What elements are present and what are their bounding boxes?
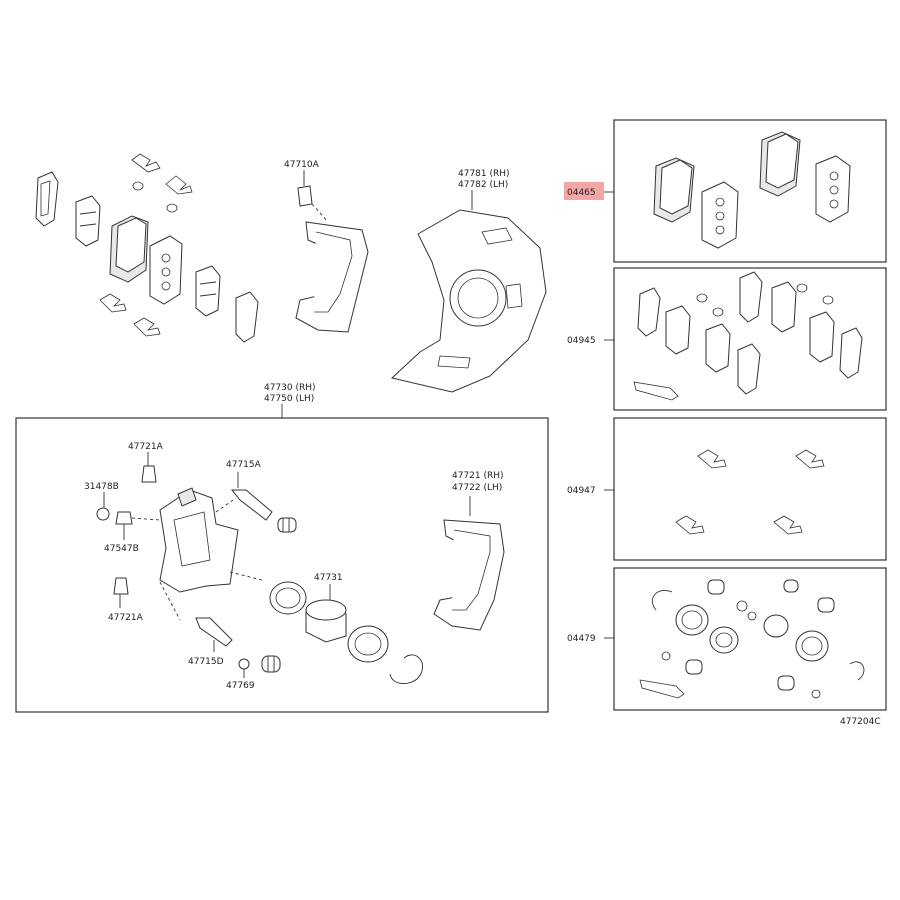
callout-47781: 47781 (RH) bbox=[458, 169, 510, 179]
kit-04465-pads bbox=[653, 131, 851, 249]
kit-label-04479[interactable]: 04479 bbox=[567, 634, 596, 644]
kit-box-04465 bbox=[613, 119, 887, 263]
kit-label-04945[interactable]: 04945 bbox=[567, 336, 596, 346]
callout-47731: 47731 bbox=[314, 573, 343, 583]
kit-label-04947[interactable]: 04947 bbox=[567, 486, 596, 496]
caliper-mounting-bracket bbox=[295, 170, 369, 333]
callout-47710A: 47710A bbox=[284, 160, 320, 170]
callout-31478B: 31478B bbox=[84, 482, 119, 492]
callout-47721: 47721 (RH) bbox=[452, 471, 504, 481]
pad-shim-exploded-group bbox=[35, 153, 259, 343]
callout-47782: 47782 (LH) bbox=[458, 180, 508, 190]
kit-box-04947 bbox=[613, 417, 887, 561]
kit-04479-seals bbox=[639, 579, 865, 699]
callout-47769: 47769 bbox=[226, 681, 255, 691]
callout-47715D: 47715D bbox=[188, 657, 224, 667]
callout-47721A-top: 47721A bbox=[128, 442, 164, 452]
callout-47750: 47750 (LH) bbox=[264, 394, 314, 404]
caliper-assembly-parts bbox=[96, 452, 505, 684]
kit-box-04479 bbox=[613, 567, 887, 711]
kit-box-04945 bbox=[613, 267, 887, 411]
kit-label-04465[interactable]: 04465 bbox=[567, 188, 596, 198]
callout-47715A: 47715A bbox=[226, 460, 262, 470]
callout-47721A-bottom: 47721A bbox=[108, 613, 144, 623]
kit-04947-clips bbox=[675, 449, 825, 535]
kit-04945-shims bbox=[633, 271, 863, 401]
callout-47722: 47722 (LH) bbox=[452, 483, 502, 493]
brake-dust-shield bbox=[390, 190, 547, 393]
callout-47730: 47730 (RH) bbox=[264, 383, 316, 393]
caliper-assembly-box bbox=[15, 417, 549, 713]
kit-04465-highlight bbox=[564, 182, 604, 200]
figure-code: 477204C bbox=[840, 717, 881, 727]
callout-47547B: 47547B bbox=[104, 544, 139, 554]
